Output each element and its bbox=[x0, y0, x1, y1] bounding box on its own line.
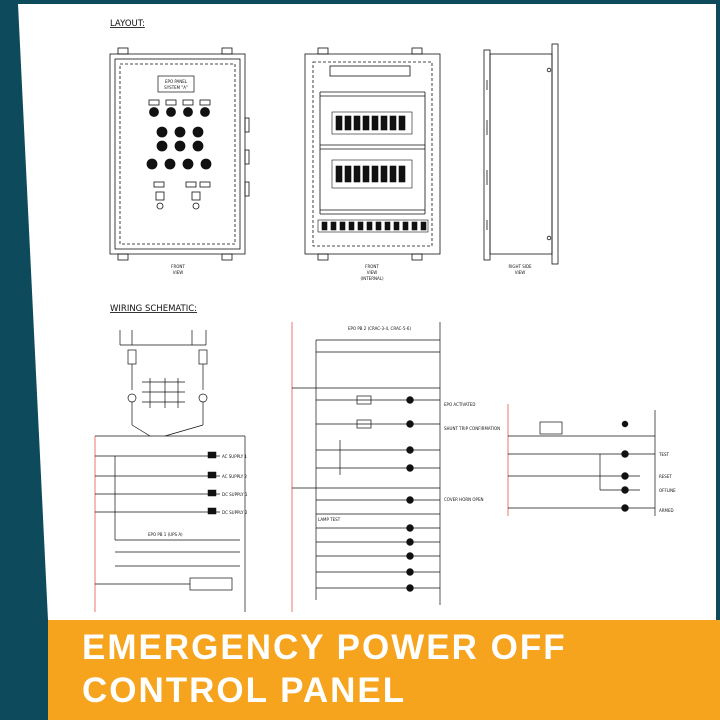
internal-view-label-3: (INTERNAL) bbox=[361, 276, 384, 281]
nameplate-line-2: SYSTEM "A" bbox=[164, 85, 188, 90]
label-reset: RESET bbox=[659, 474, 672, 479]
paper-sheet bbox=[18, 4, 716, 620]
output-label-ac-supply-1: AC SUPPLY 1 bbox=[222, 454, 247, 459]
label-offline: OFFLINE bbox=[659, 488, 676, 493]
title-banner bbox=[48, 620, 720, 720]
wiring-title: WIRING SCHEMATIC: bbox=[110, 304, 197, 314]
relay-label-ups-a: EPO PB 1 (UPS A) bbox=[148, 532, 183, 537]
right-schematic bbox=[507, 404, 656, 516]
side-view-enclosure bbox=[483, 43, 559, 265]
output-label-dc-supply-1: DC SUPPLY 1 bbox=[222, 492, 248, 497]
internal-view-label-2: VIEW bbox=[367, 270, 377, 275]
internal-relay-row-middle bbox=[331, 159, 413, 189]
front-view-label-2: VIEW bbox=[173, 270, 183, 275]
output-label-ac-supply-2: AC SUPPLY 2 bbox=[222, 474, 247, 479]
right-indicators bbox=[621, 420, 629, 512]
banner-title-line-2: CONTROL PANEL bbox=[82, 671, 407, 710]
label-armed: ARMED bbox=[659, 508, 674, 513]
left-output-coils bbox=[207, 451, 217, 515]
nameplate-line-1: EPO PANEL bbox=[165, 79, 188, 84]
front-view-label-1: FRONT bbox=[171, 264, 185, 269]
middle-indicators bbox=[406, 396, 414, 592]
front-view-enclosure bbox=[109, 47, 250, 261]
internal-relay-row-top bbox=[331, 111, 413, 135]
output-label-dc-supply-2: DC SUPPLY 2 bbox=[222, 510, 248, 515]
internal-view-label-1: FRONT bbox=[365, 264, 379, 269]
side-view-label-2: VIEW bbox=[515, 270, 525, 275]
left-schematic bbox=[94, 330, 246, 612]
epo-nameplate: EPO PANEL SYSTEM "A" bbox=[157, 75, 195, 93]
internal-terminal-strip bbox=[317, 219, 429, 233]
front-panel-buttons bbox=[146, 99, 212, 210]
side-view-label-1: RIGHT SIDE bbox=[508, 264, 532, 269]
label-epo-activated: EPO ACTIVATED bbox=[444, 402, 475, 407]
label-lamp-test: LAMP TEST bbox=[318, 517, 341, 522]
banner-title-line-1: EMERGENCY POWER OFF bbox=[82, 628, 567, 667]
label-test: TEST bbox=[658, 452, 670, 457]
middle-schematic bbox=[291, 322, 441, 612]
internal-view-enclosure bbox=[304, 47, 441, 261]
label-shunt-trip-confirmation: SHUNT TRIP CONFIRMATION bbox=[444, 426, 500, 431]
middle-top-label: EPO PB 2 (CRAC-3-4, CRAC-5-6) bbox=[348, 326, 411, 331]
layout-title: LAYOUT: bbox=[110, 19, 145, 29]
label-cover-horn-open: COVER HORN OPEN bbox=[444, 497, 483, 502]
